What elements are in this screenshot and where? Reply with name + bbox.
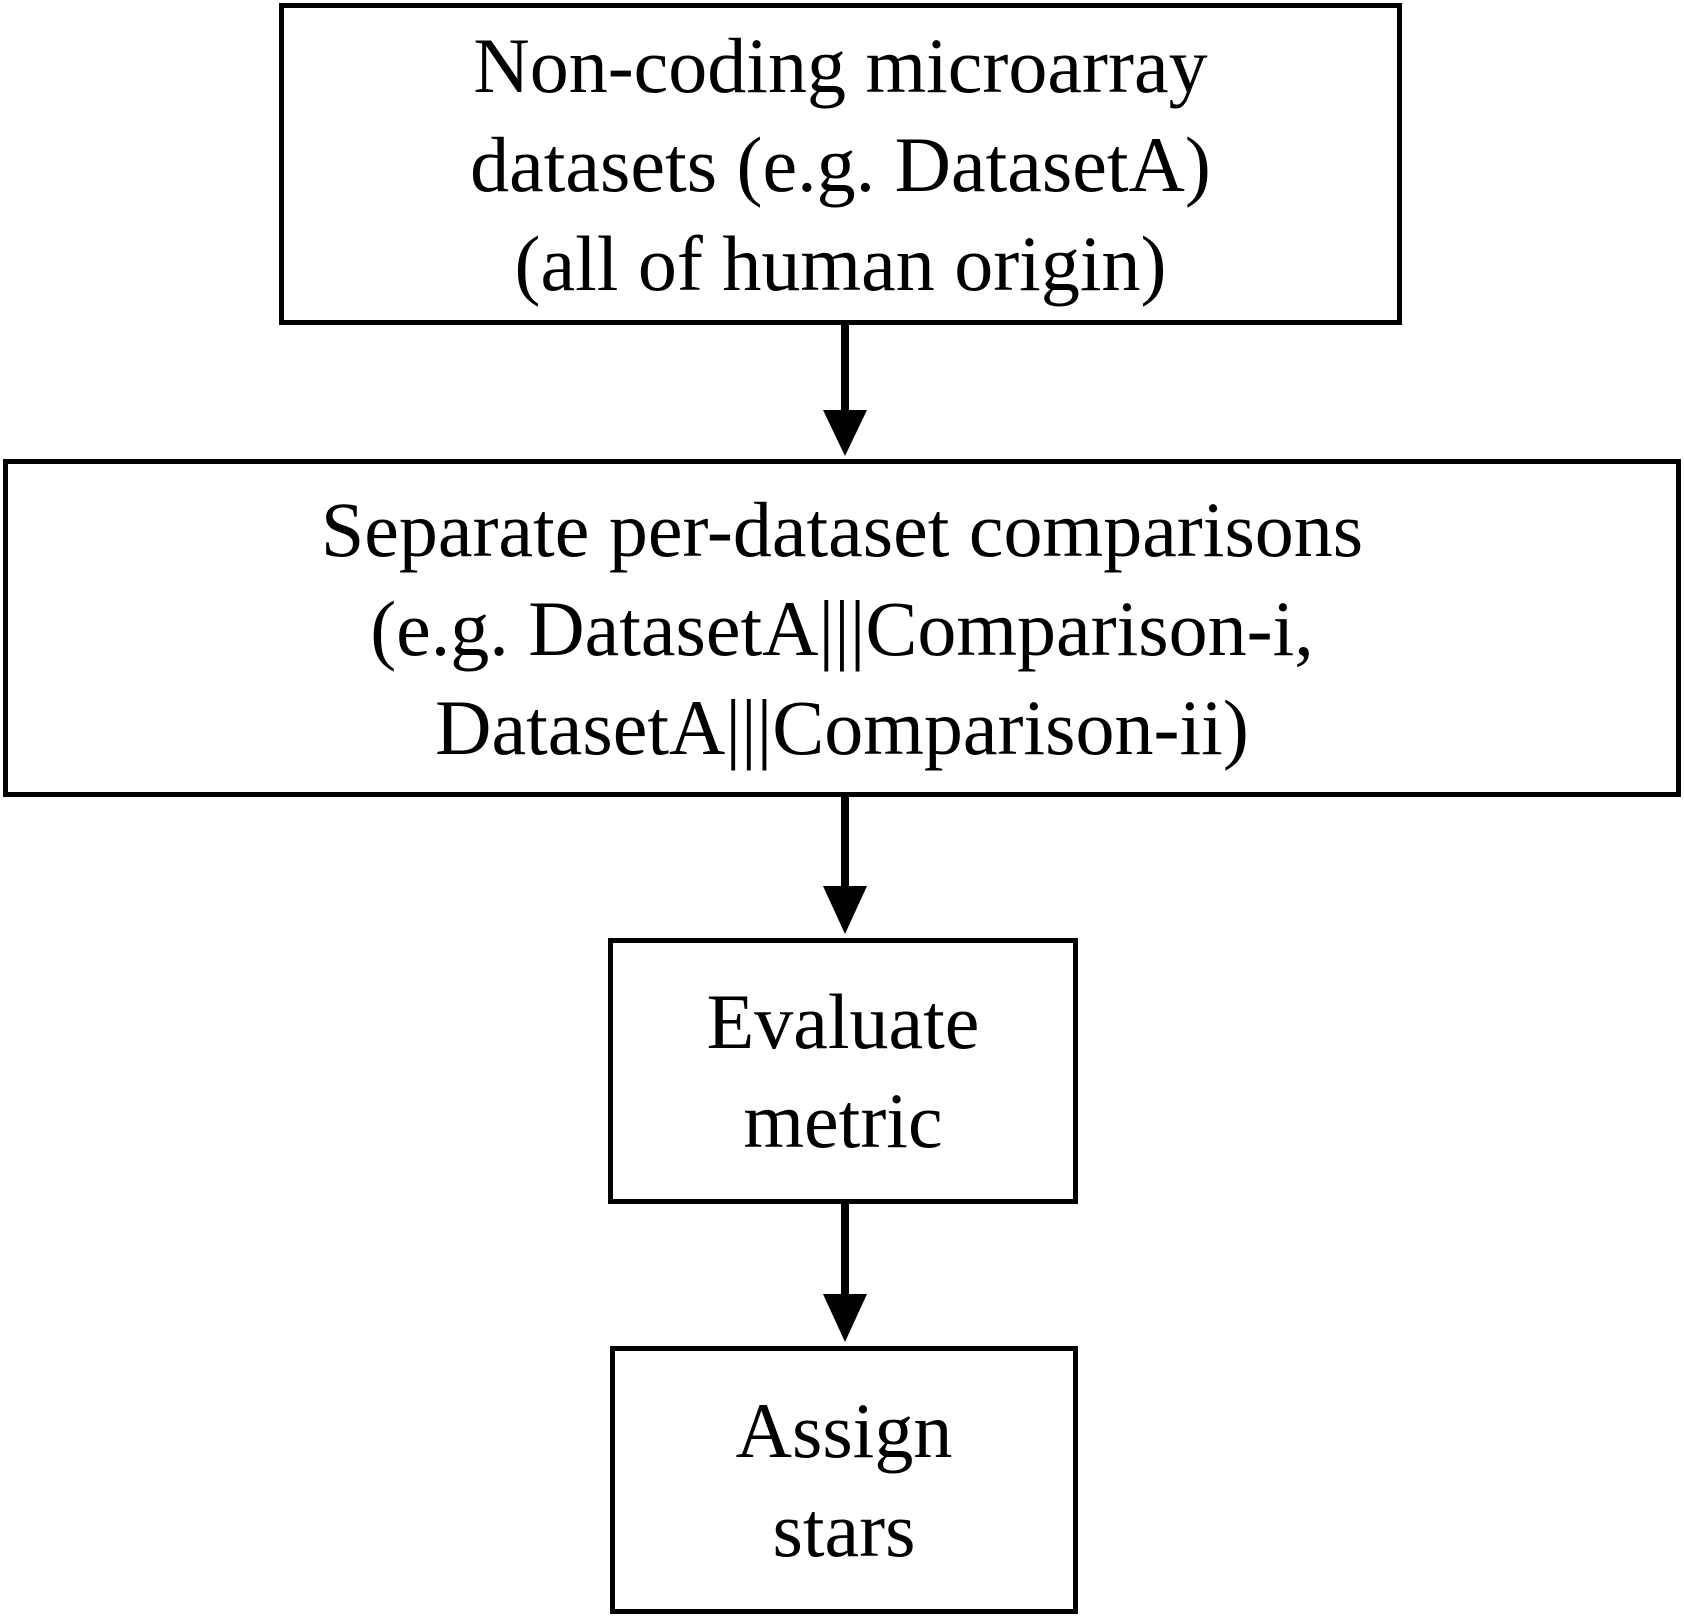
node-comparisons-line-1: Separate per-dataset comparisons bbox=[320, 485, 1364, 573]
node-datasets-line-2: datasets (e.g. DatasetA) bbox=[470, 120, 1211, 208]
node-comparisons: Separate per-dataset comparisons (e.g. D… bbox=[3, 459, 1681, 797]
node-evaluate-line-1: Evaluate bbox=[706, 978, 980, 1065]
node-datasets: Non-coding microarray datasets (e.g. Dat… bbox=[279, 3, 1402, 325]
arrow-evaluate-to-assign bbox=[823, 1204, 867, 1342]
node-evaluate: Evaluate metric bbox=[608, 938, 1078, 1204]
node-assign-line-1: Assign bbox=[735, 1387, 953, 1474]
node-assign: Assign stars bbox=[610, 1346, 1078, 1614]
node-comparisons-line-3: DatasetA|||Comparison-ii) bbox=[435, 683, 1249, 771]
node-evaluate-line-2: metric bbox=[743, 1077, 943, 1164]
arrow-datasets-to-comparisons bbox=[823, 325, 867, 456]
node-datasets-line-3: (all of human origin) bbox=[514, 219, 1167, 307]
node-datasets-line-1: Non-coding microarray bbox=[473, 21, 1208, 109]
node-assign-line-2: stars bbox=[772, 1486, 916, 1573]
node-comparisons-line-2: (e.g. DatasetA|||Comparison-i, bbox=[370, 584, 1314, 672]
arrow-comparisons-to-evaluate bbox=[823, 797, 867, 934]
